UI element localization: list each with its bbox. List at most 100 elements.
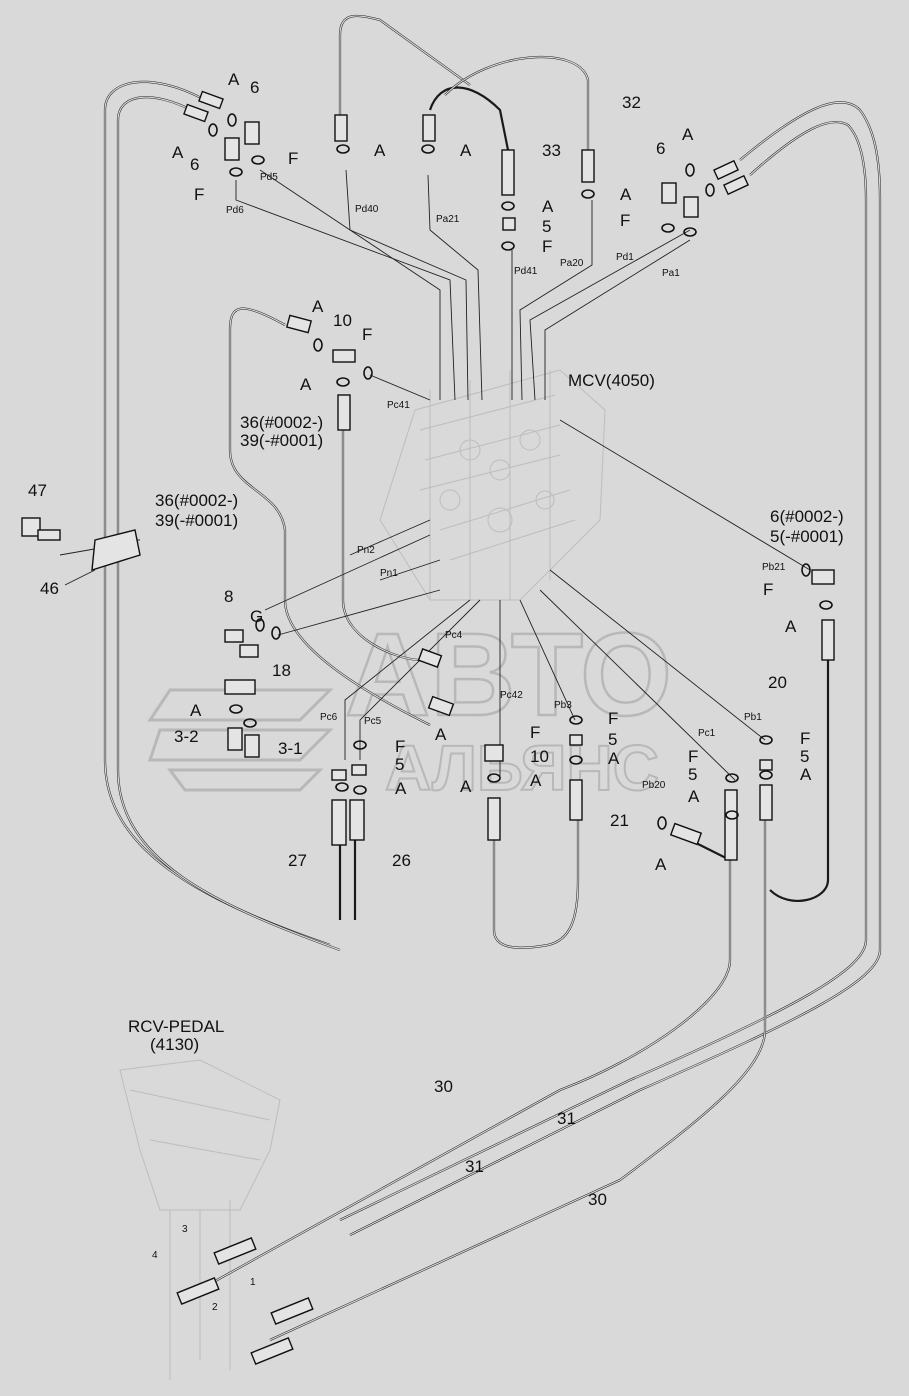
pedal-port-4: 4 <box>152 1250 158 1261</box>
port-pb20: Pb20 <box>642 780 666 791</box>
port-pb21: Pb21 <box>762 562 786 573</box>
port-pc1: Pc1 <box>698 728 716 739</box>
label-F: F <box>194 185 204 204</box>
label-F: F <box>288 149 298 168</box>
callout-31a: 31 <box>557 1109 576 1128</box>
rcv-pedal-body <box>119 1059 281 1380</box>
callout-10a: 10 <box>333 311 352 330</box>
part-callouts: 47 46 36(#0002-) 39(-#0001) 36(#0002-) 3… <box>28 78 844 1209</box>
callout-31b: 31 <box>465 1157 484 1176</box>
label-A: A <box>300 375 312 394</box>
callout-36b: 36(#0002-) <box>155 491 238 510</box>
port-pa21: Pa21 <box>436 214 460 225</box>
label-F: F <box>800 729 810 748</box>
port-pc42: Pc42 <box>500 690 523 701</box>
label-A: A <box>688 787 700 806</box>
pedal-port-2: 2 <box>212 1302 218 1313</box>
callout-3-1: 3-1 <box>278 739 303 758</box>
watermark: АВТО АЛЬЯНС <box>147 608 673 805</box>
label-A: A <box>800 765 812 784</box>
label-A: A <box>312 297 324 316</box>
label-A: A <box>435 725 447 744</box>
port-pn1: Pn1 <box>380 568 398 579</box>
callout-20: 20 <box>768 673 787 692</box>
rcv-pedal-code: (4130) <box>150 1035 199 1054</box>
label-F: F <box>688 747 698 766</box>
callout-26: 26 <box>392 851 411 870</box>
port-pa1: Pa1 <box>662 268 680 279</box>
label-A: A <box>395 779 407 798</box>
callout-6r: 6(#0002-) <box>770 507 844 526</box>
callout-5c: 5 <box>608 730 617 749</box>
hose-lines <box>103 14 882 1342</box>
label-F: F <box>362 325 372 344</box>
port-pc4: Pc4 <box>445 630 463 641</box>
port-pb3: Pb3 <box>554 700 572 711</box>
callout-39b: 39(-#0001) <box>155 511 238 530</box>
pedal-port-3: 3 <box>182 1224 188 1235</box>
callout-6a: 6 <box>250 78 259 97</box>
label-A: A <box>655 855 667 874</box>
callout-47: 47 <box>28 481 47 500</box>
port-pd6: Pd6 <box>226 205 244 216</box>
callout-39a: 39(-#0001) <box>240 431 323 450</box>
port-pd5: Pd5 <box>260 172 278 183</box>
label-A: A <box>374 141 386 160</box>
port-pb1: Pb1 <box>744 712 762 723</box>
port-pd40: Pd40 <box>355 204 379 215</box>
callout-G: G <box>250 607 263 626</box>
watermark-text-1: АВТО <box>345 609 672 741</box>
label-A: A <box>228 70 240 89</box>
callout-3-2: 3-2 <box>174 727 199 746</box>
callout-6c: 6 <box>656 139 665 158</box>
mcv-body <box>379 369 606 601</box>
callout-46: 46 <box>40 579 59 598</box>
label-F: F <box>608 709 618 728</box>
callout-21: 21 <box>610 811 629 830</box>
label-A: A <box>172 143 184 162</box>
port-pd41: Pd41 <box>514 266 538 277</box>
watermark-text-2: АЛЬЯНС <box>385 732 659 804</box>
label-A: A <box>460 141 472 160</box>
callout-5d: 5 <box>800 747 809 766</box>
label-A: A <box>620 185 632 204</box>
label-F: F <box>620 211 630 230</box>
label-F: F <box>763 580 773 599</box>
mcv-label: MCV(4050) <box>568 371 655 390</box>
label-F: F <box>395 737 405 756</box>
label-A: A <box>608 749 620 768</box>
label-F: F <box>542 237 552 256</box>
callout-30a: 30 <box>434 1077 453 1096</box>
callout-6b: 6 <box>190 155 199 174</box>
port-pc41: Pc41 <box>387 400 410 411</box>
rcv-pedal-label: RCV-PEDAL <box>128 1017 224 1036</box>
port-pa20: Pa20 <box>560 258 584 269</box>
fittings <box>21 90 835 1365</box>
callout-8: 8 <box>224 587 233 606</box>
label-A: A <box>785 617 797 636</box>
label-A: A <box>190 701 202 720</box>
port-pn2: Pn2 <box>357 545 375 556</box>
label-A: A <box>542 197 554 216</box>
label-A: A <box>682 125 694 144</box>
callout-5b: 5 <box>395 755 404 774</box>
callout-5a: 5 <box>542 217 551 236</box>
callout-5e: 5 <box>688 765 697 784</box>
pedal-port-1: 1 <box>250 1277 256 1288</box>
callout-10b: 10 <box>530 747 549 766</box>
ring-type-labels: A A F F A A A F A F A A F A F A A A F A … <box>172 70 812 874</box>
label-F: F <box>530 723 540 742</box>
port-pc6: Pc6 <box>320 712 338 723</box>
o-rings <box>208 113 833 830</box>
pedal-port-labels: 1 2 3 4 <box>152 1224 256 1313</box>
port-pd1: Pd1 <box>616 252 634 263</box>
port-labels: Pd5 Pd6 Pd40 Pa21 Pd41 Pa20 Pd1 Pa1 Pc41… <box>226 172 786 791</box>
callout-5r: 5(-#0001) <box>770 527 844 546</box>
callout-27: 27 <box>288 851 307 870</box>
port-pc5: Pc5 <box>364 716 382 727</box>
callout-33: 33 <box>542 141 561 160</box>
callout-32: 32 <box>622 93 641 112</box>
callout-18: 18 <box>272 661 291 680</box>
